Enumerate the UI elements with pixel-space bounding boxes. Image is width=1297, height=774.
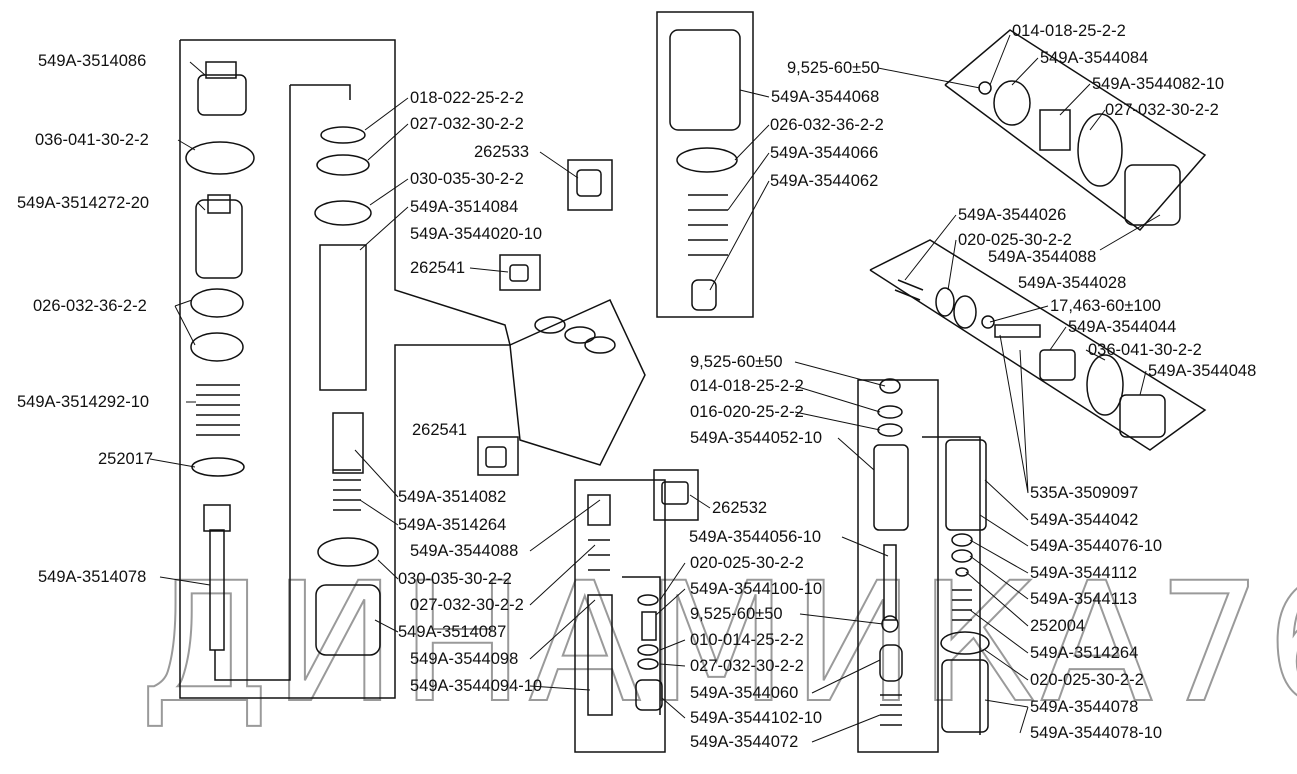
part-label: 549A-3544088 [410, 542, 519, 560]
part-label: 9,525-60±50 [787, 59, 880, 77]
part-label: 549A-3514084 [410, 198, 519, 216]
part-label: 252004 [1030, 617, 1086, 635]
part-label: 262533 [474, 143, 530, 161]
part-label: 549A-3544068 [771, 88, 880, 106]
part-label: 020-025-30-2-2 [1030, 671, 1144, 689]
assembly-frames [179, 11, 1207, 753]
part-label: 014-018-25-2-2 [1012, 22, 1126, 40]
part-label: 549A-3544082-10 [1092, 75, 1225, 93]
part-label: 9,525-60±50 [690, 605, 783, 623]
part-label: 549A-3544098 [410, 650, 519, 668]
part-label: 549A-3514272-20 [17, 194, 150, 212]
top-center-parts [669, 29, 741, 311]
part-label: 018-022-25-2-2 [410, 89, 524, 107]
part-label: 549A-3544020-10 [410, 225, 543, 243]
part-label: 030-035-30-2-2 [398, 570, 512, 588]
part-label: 549A-3544028 [1018, 274, 1127, 292]
part-label: 549A-3544102-10 [690, 709, 823, 727]
part-label: 027-032-30-2-2 [410, 596, 524, 614]
part-label: 549A-3544094-10 [410, 677, 543, 695]
part-label: 9,525-60±50 [690, 353, 783, 371]
leader-lines [149, 34, 1161, 743]
part-label: 010-014-25-2-2 [690, 631, 804, 649]
part-label: 549A-3514082 [398, 488, 507, 506]
part-label: 020-025-30-2-2 [690, 554, 804, 572]
part-label: 549A-3544100-10 [690, 580, 823, 598]
part-label: 549A-3514292-10 [17, 393, 150, 411]
part-label: 549A-3514078 [38, 568, 147, 586]
part-label: 549A-3544076-10 [1030, 537, 1163, 555]
left-column-parts [185, 61, 381, 656]
part-label: 549A-3514087 [398, 623, 507, 641]
part-label: 262532 [712, 499, 768, 517]
part-label: 549A-3544084 [1040, 49, 1149, 67]
part-label: 016-020-25-2-2 [690, 403, 804, 421]
part-label: 549A-3544078 [1030, 698, 1139, 716]
bottom-center-parts [587, 378, 990, 733]
part-label: 549A-3544062 [770, 172, 879, 190]
part-label: 027-032-30-2-2 [690, 657, 804, 675]
part-label: 549A-3544048 [1148, 362, 1257, 380]
right-parts [894, 80, 1181, 438]
part-label: 036-041-30-2-2 [35, 131, 149, 149]
part-label: 020-025-30-2-2 [958, 231, 1072, 249]
part-label: 549A-3544026 [958, 206, 1067, 224]
part-label: 549A-3514264 [398, 516, 507, 534]
part-label: 549A-3544078-10 [1030, 724, 1163, 742]
part-label: 549A-3544044 [1068, 318, 1177, 336]
part-label: 549A-3544056-10 [689, 528, 822, 546]
part-label: 014-018-25-2-2 [690, 377, 804, 395]
part-label: 549A-3544112 [1030, 564, 1138, 582]
part-label: 549A-3544072 [690, 733, 799, 751]
watermark: ДИНАМИКА76 [140, 547, 1297, 739]
part-label: 549A-3544060 [690, 684, 799, 702]
part-label: 549A-3514086 [38, 52, 147, 70]
part-label: 027-032-30-2-2 [1105, 101, 1219, 119]
part-label: 026-032-36-2-2 [33, 297, 147, 315]
part-label: 549A-3544052-10 [690, 429, 823, 447]
part-label: 262541 [412, 421, 468, 439]
valve-body [485, 169, 689, 505]
part-label: 252017 [98, 450, 154, 468]
part-label: 549A-3514264 [1030, 644, 1139, 662]
part-label: 027-032-30-2-2 [410, 115, 524, 133]
part-label: 549A-3544113 [1030, 590, 1138, 608]
part-label: 549A-3544042 [1030, 511, 1139, 529]
part-label: 549A-3544088 [988, 248, 1097, 266]
part-label: 030-035-30-2-2 [410, 170, 524, 188]
part-label: 262541 [410, 259, 466, 277]
part-label: 036-041-30-2-2 [1088, 341, 1202, 359]
part-label: 535A-3509097 [1030, 484, 1139, 502]
part-label: 549A-3544066 [770, 144, 879, 162]
part-label: 17,463-60±100 [1050, 297, 1161, 315]
part-label: 026-032-36-2-2 [770, 116, 884, 134]
